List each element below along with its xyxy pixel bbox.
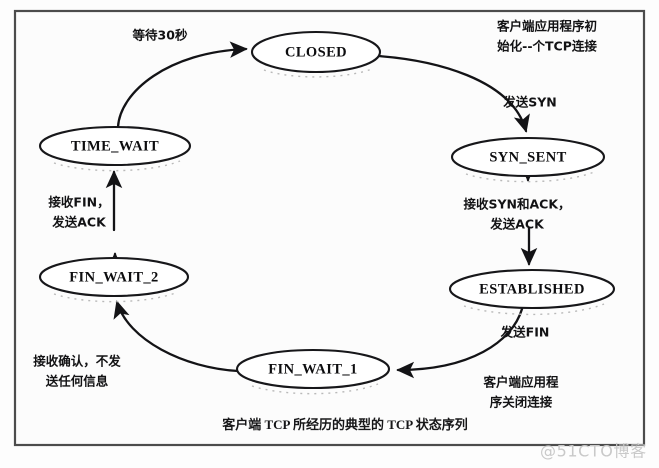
edge-label-recv-fin-line1: 接收FIN， bbox=[48, 195, 109, 210]
state-node-established[interactable]: ESTABLISHED bbox=[448, 268, 616, 316]
state-node-fin-wait-2[interactable]: FIN_WAIT_2 bbox=[38, 256, 190, 303]
state-label-time-wait: TIME_WAIT bbox=[71, 138, 159, 154]
edge-closed-to-syn-sent bbox=[376, 54, 530, 133]
state-node-time-wait[interactable]: TIME_WAIT bbox=[38, 125, 192, 172]
watermark-label: @51CTO博客 bbox=[540, 442, 647, 461]
edge-label-recv-syn-ack-line2: 发送ACK bbox=[489, 217, 545, 232]
state-node-syn-sent[interactable]: SYN_SENT bbox=[450, 136, 606, 183]
state-node-closed[interactable]: CLOSED bbox=[250, 30, 382, 78]
figure-caption: 客户端 TCP 所经历的典型的 TCP 状态序列 bbox=[222, 417, 468, 432]
edge-fin-wait-1-to-fin-wait-2 bbox=[113, 300, 240, 373]
edge-label-client-init-line2: 始化--个TCP连接 bbox=[497, 39, 597, 54]
edge-label-wait-30s: 等待30秒 bbox=[132, 28, 188, 43]
edge-label-recv-ack-nosend-line2: 送任何信息 bbox=[45, 374, 109, 389]
edge-label-recv-fin-line2: 发送ACK bbox=[51, 215, 107, 230]
edge-label-recv-syn-ack-line1: 接收SYN和ACK， bbox=[463, 197, 570, 212]
edge-label-send-syn: 发送SYN bbox=[502, 95, 557, 110]
edge-label-client-init-line1: 客户端应用程序初 bbox=[496, 19, 597, 34]
state-label-fin-wait-1: FIN_WAIT_1 bbox=[268, 361, 357, 377]
edge-time-wait-to-closed bbox=[116, 41, 248, 129]
edge-label-client-close-line2: 序关闭连接 bbox=[490, 395, 553, 410]
edge-established-to-fin-wait-1 bbox=[396, 307, 524, 379]
state-node-fin-wait-1[interactable]: FIN_WAIT_1 bbox=[235, 348, 391, 395]
edge-label-recv-ack-nosend-line1: 接收确认，不发 bbox=[33, 354, 121, 369]
edge-label-client-close-line1: 客户端应用程 bbox=[482, 375, 559, 390]
edge-label-send-fin: 发送FIN bbox=[500, 325, 550, 340]
state-label-established: ESTABLISHED bbox=[479, 281, 585, 297]
state-label-syn-sent: SYN_SENT bbox=[489, 149, 566, 165]
state-label-closed: CLOSED bbox=[285, 44, 347, 60]
state-label-fin-wait-2: FIN_WAIT_2 bbox=[69, 269, 158, 285]
